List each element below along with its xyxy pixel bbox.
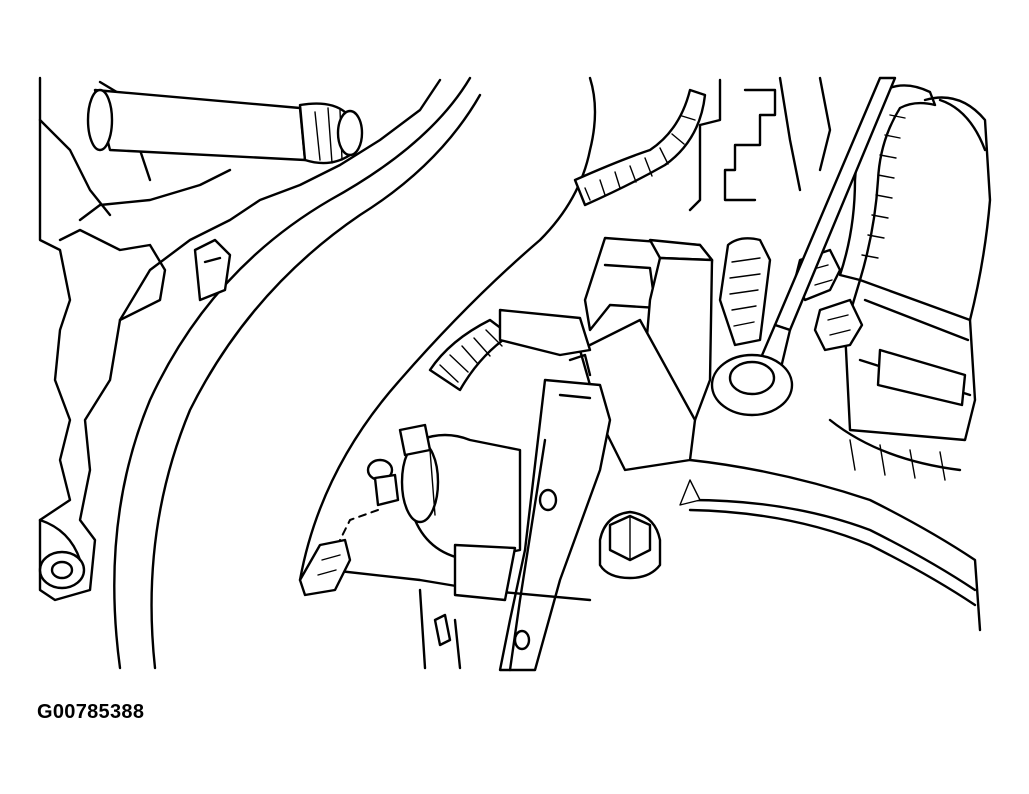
splined-shaft	[86, 88, 364, 165]
upper-left-bracket	[193, 238, 232, 302]
lower-tabs	[433, 353, 701, 647]
retaining-clip	[298, 538, 352, 597]
wire-harness-top	[573, 88, 707, 207]
cable-end-ball-stud	[366, 423, 522, 602]
installation-dashed-line	[339, 509, 379, 541]
linkage-bracket	[578, 236, 714, 472]
cable-grommet	[710, 237, 794, 417]
wire-harness-right	[838, 84, 937, 282]
upper-right-bracket	[688, 76, 832, 212]
lower-crossmember	[328, 458, 982, 670]
figure-id-label: G00785388	[37, 701, 145, 723]
right-cylinder	[828, 96, 992, 481]
ribbed-hose	[428, 308, 592, 392]
shift-lever-arm	[498, 378, 612, 672]
mounting-bolt	[598, 510, 662, 580]
bell-housing-curve	[113, 76, 597, 670]
